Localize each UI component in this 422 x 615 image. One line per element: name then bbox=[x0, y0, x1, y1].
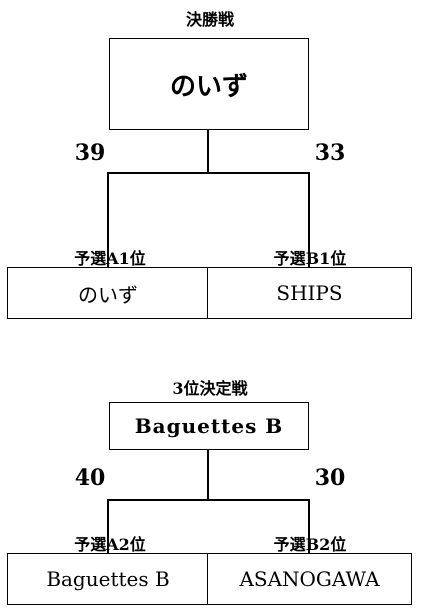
final-right-team: SHIPS bbox=[276, 281, 343, 305]
final-connector-bar bbox=[107, 172, 309, 174]
final-winner-name: のいず bbox=[169, 71, 248, 102]
final-left-team: のいず bbox=[78, 282, 138, 307]
third-connector-bar bbox=[107, 499, 309, 501]
final-connector-left bbox=[107, 172, 109, 268]
third-right-seed: 予選B2位 bbox=[273, 535, 347, 554]
final-title: 決勝戦 bbox=[185, 10, 234, 29]
final-left-team-box: のいず bbox=[7, 267, 209, 319]
final-right-seed: 予選B1位 bbox=[273, 249, 347, 268]
third-left-seed: 予選A2位 bbox=[74, 535, 146, 554]
third-left-team-box: Baguettes B bbox=[7, 553, 209, 605]
third-connector-left bbox=[107, 499, 109, 554]
third-connector-right bbox=[308, 499, 310, 554]
final-score-left: 39 bbox=[74, 140, 106, 166]
third-title: 3位決定戦 bbox=[172, 379, 248, 398]
final-connector-right bbox=[308, 172, 310, 268]
third-left-team: Baguettes B bbox=[46, 567, 170, 591]
final-connector-stem bbox=[207, 130, 209, 173]
final-left-seed: 予選A1位 bbox=[74, 249, 146, 268]
third-right-team-box: ASANOGAWA bbox=[207, 553, 412, 605]
final-right-team-box: SHIPS bbox=[207, 267, 412, 319]
third-right-team: ASANOGAWA bbox=[239, 567, 380, 591]
third-winner-box: Baguettes B bbox=[109, 402, 309, 450]
final-winner-box: のいず bbox=[109, 38, 309, 130]
third-score-right: 30 bbox=[314, 465, 346, 491]
third-score-left: 40 bbox=[74, 465, 106, 491]
third-winner-name: Baguettes B bbox=[134, 414, 284, 438]
final-score-right: 33 bbox=[314, 140, 346, 166]
third-connector-stem bbox=[207, 450, 209, 500]
